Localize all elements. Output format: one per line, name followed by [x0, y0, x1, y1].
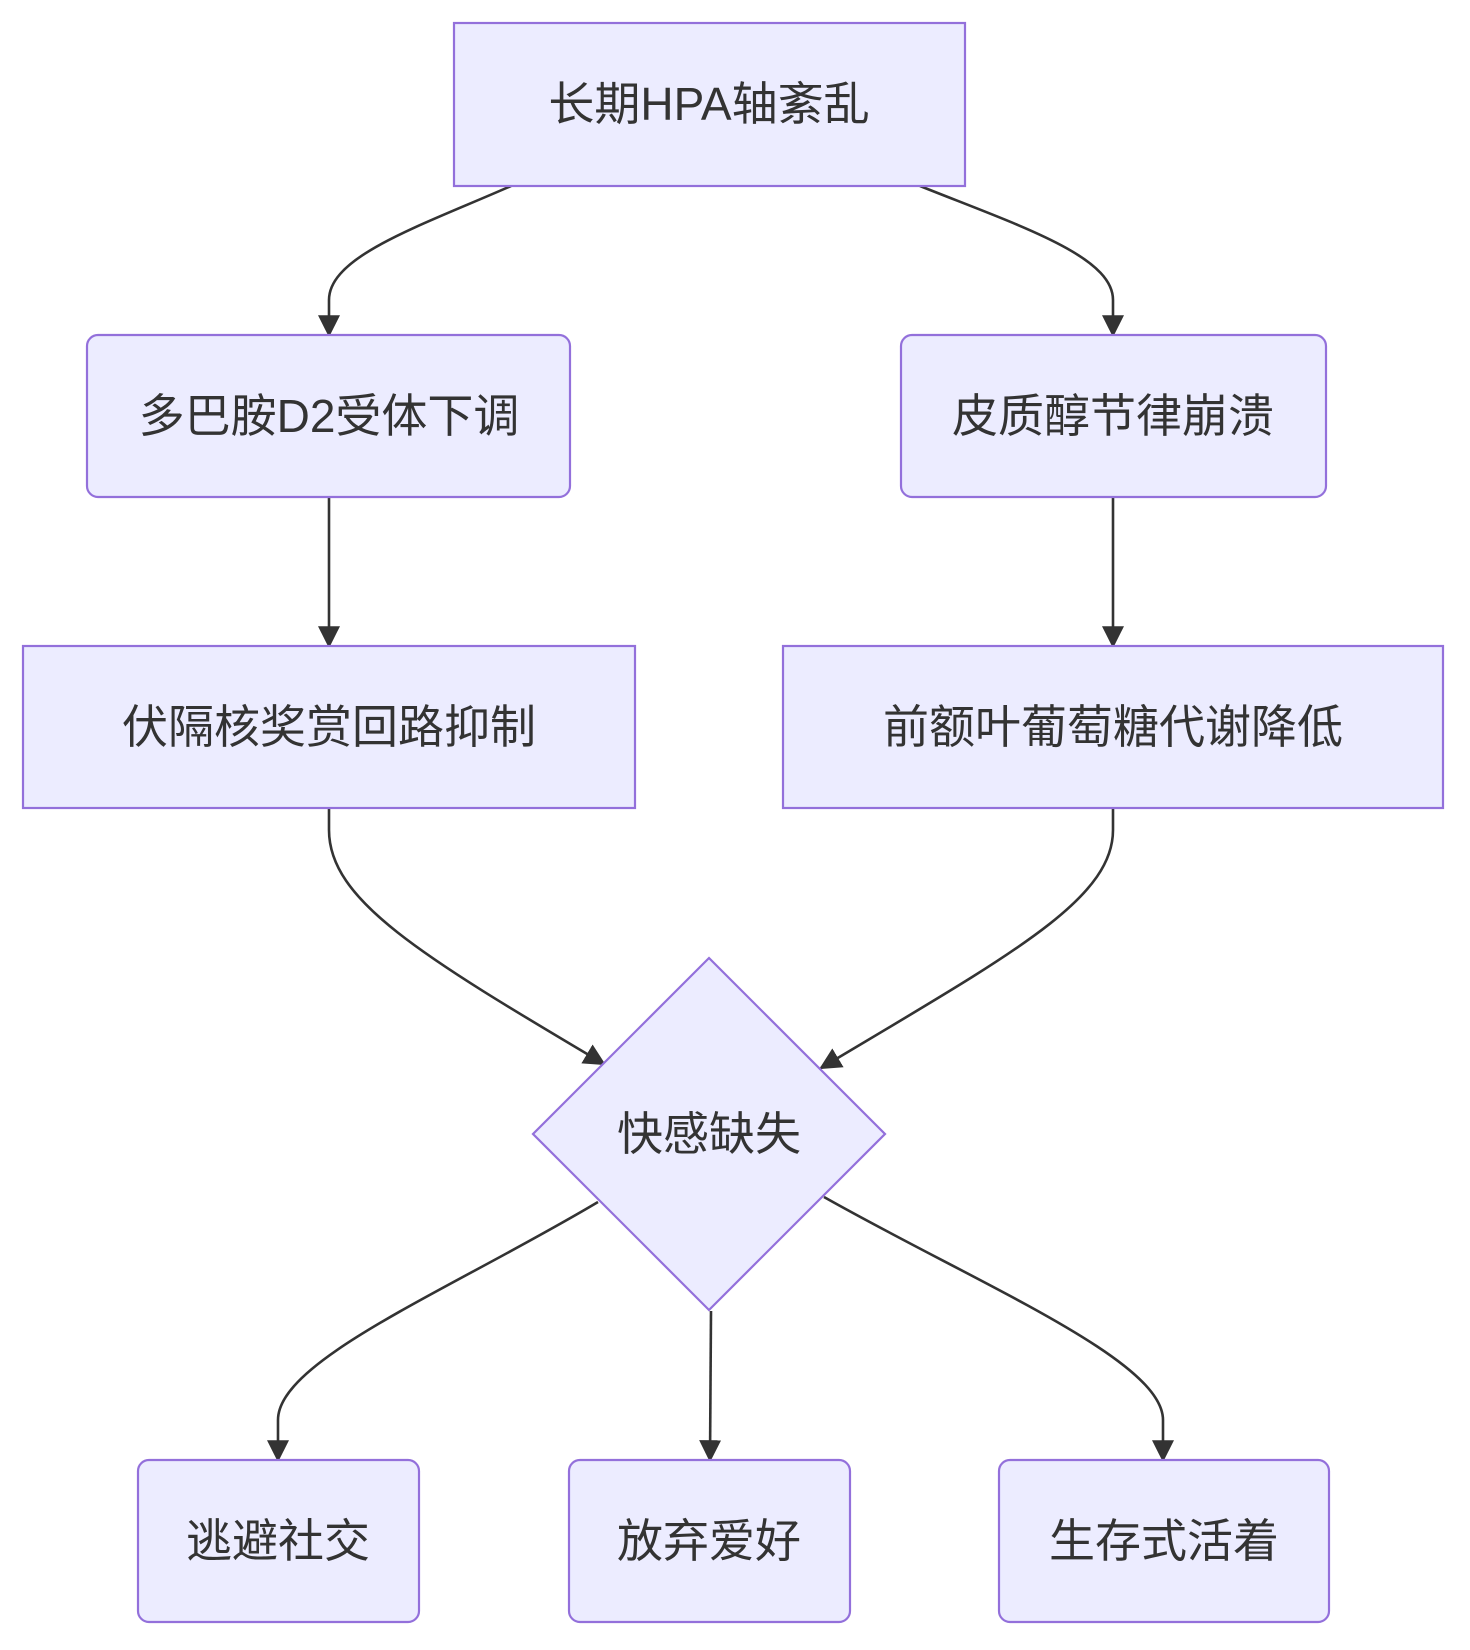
- node-anhedonia-diamond: [531, 956, 887, 1312]
- node-pfc: 前额叶葡萄糖代谢降低: [781, 644, 1445, 810]
- node-d2: 多巴胺D2受体下调: [85, 333, 572, 499]
- node-nacc: 伏隔核奖赏回路抑制: [21, 644, 637, 810]
- node-pfc-box: [781, 644, 1445, 810]
- node-hpa: 长期HPA轴紊乱: [452, 21, 967, 188]
- node-cortisol-label: 皮质醇节律崩溃: [952, 390, 1274, 442]
- node-pfc-label: 前额叶葡萄糖代谢降低: [883, 701, 1343, 753]
- node-hpa-label: 长期HPA轴紊乱: [548, 78, 869, 130]
- node-cortisol-box: [899, 333, 1328, 499]
- node-anhedonia-label: 快感缺失: [617, 1108, 801, 1160]
- node-hobby: 放弃爱好: [567, 1458, 852, 1624]
- node-survival-label: 生存式活着: [1049, 1515, 1279, 1567]
- edge-anhedonia-to-social: [267, 1200, 599, 1463]
- node-hobby-box: [567, 1458, 852, 1624]
- node-social-label: 逃避社交: [186, 1515, 370, 1567]
- edge-hpa-to-d2: [318, 184, 512, 338]
- edge-anhedonia-to-hobby: [699, 1310, 722, 1463]
- node-d2-label: 多巴胺D2受体下调: [139, 390, 520, 442]
- node-social: 逃避社交: [136, 1458, 421, 1624]
- node-social-box: [136, 1458, 421, 1624]
- node-survival-box: [997, 1458, 1331, 1624]
- node-hpa-box: [452, 21, 967, 188]
- node-nacc-box: [21, 644, 637, 810]
- node-d2-box: [85, 333, 572, 499]
- edge-hpa-to-cortisol: [919, 184, 1124, 338]
- node-survival: 生存式活着: [997, 1458, 1331, 1624]
- edge-anhedonia-to-survival: [823, 1195, 1174, 1463]
- node-anhedonia: 快感缺失: [531, 956, 887, 1312]
- edge-pfc-to-anhedonia: [819, 808, 1115, 1070]
- node-hobby-label: 放弃爱好: [617, 1515, 801, 1567]
- edges: [267, 184, 1174, 1463]
- edge-nacc-to-anhedonia: [327, 808, 606, 1066]
- node-cortisol: 皮质醇节律崩溃: [899, 333, 1328, 499]
- node-nacc-label: 伏隔核奖赏回路抑制: [122, 701, 536, 753]
